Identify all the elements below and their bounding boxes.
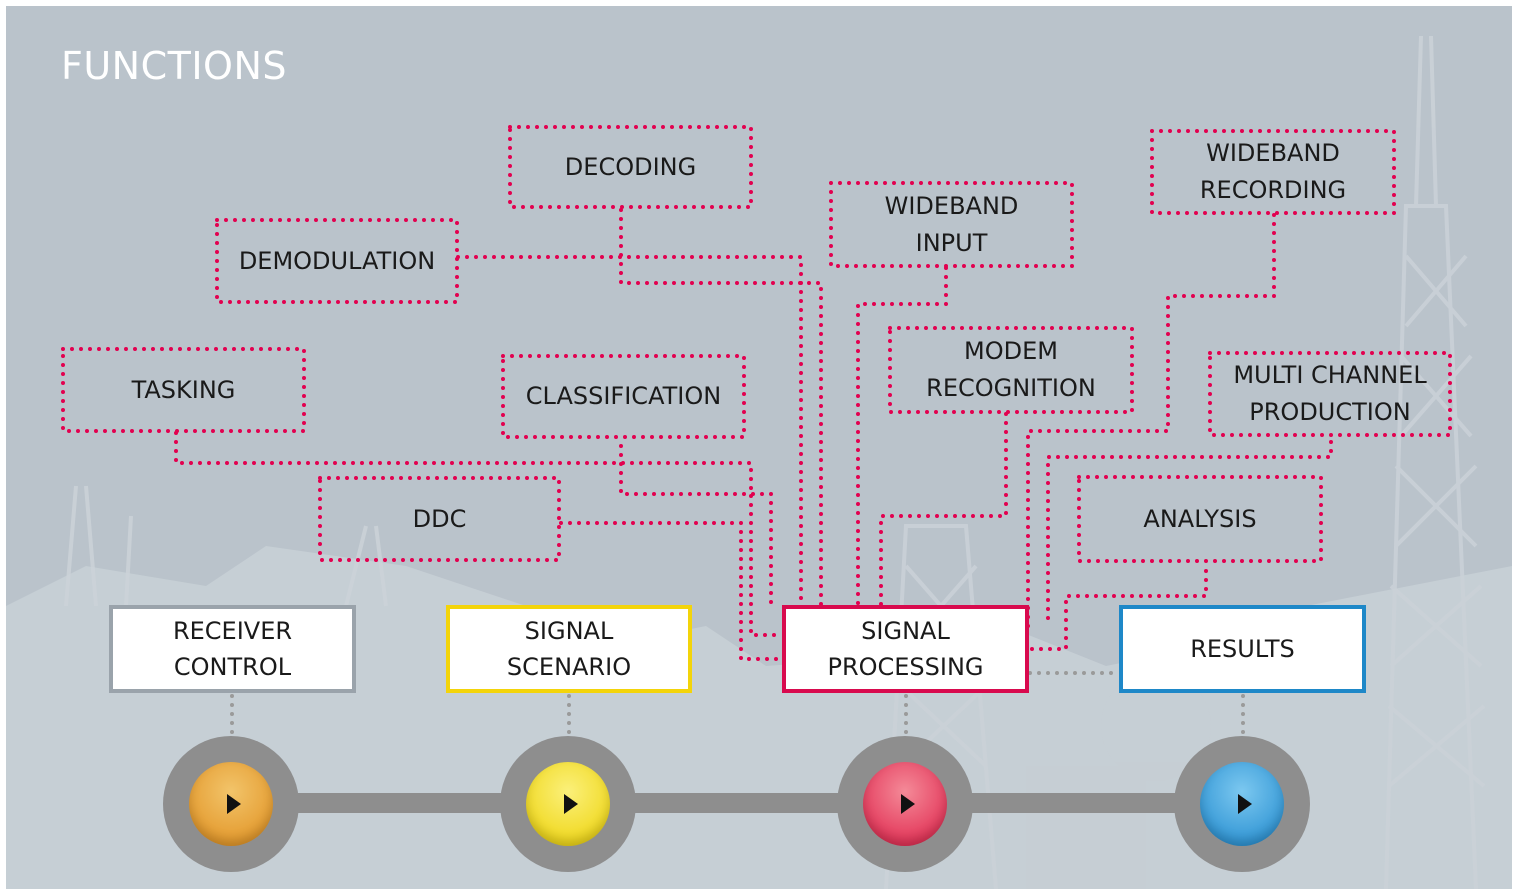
function-classification: CLASSIFICATION bbox=[501, 354, 746, 439]
function-wideband-input: WIDEBAND INPUT bbox=[829, 181, 1074, 268]
dotted-border bbox=[215, 218, 459, 304]
function-ddc: DDC bbox=[318, 476, 561, 562]
dotted-border bbox=[61, 347, 306, 433]
dotted-border bbox=[1150, 129, 1396, 215]
function-analysis: ANALYSIS bbox=[1077, 475, 1323, 563]
stage-receiver-control: RECEIVER CONTROL bbox=[109, 605, 356, 693]
function-modem-recognition: MODEM RECOGNITION bbox=[888, 326, 1134, 414]
dotted-border bbox=[508, 125, 753, 209]
receiver-control-play-button[interactable] bbox=[163, 736, 299, 872]
stage-signal-processing: SIGNAL PROCESSING bbox=[782, 605, 1029, 693]
function-decoding: DECODING bbox=[508, 125, 753, 209]
play-icon bbox=[227, 794, 241, 814]
diagram-canvas: FUNCTIONS DECODING DEMODULATION WIDEBAND… bbox=[6, 6, 1512, 889]
function-demodulation: DEMODULATION bbox=[215, 218, 459, 304]
play-icon bbox=[1238, 794, 1252, 814]
dotted-border bbox=[829, 181, 1074, 268]
stage-results: RESULTS bbox=[1119, 605, 1366, 693]
timeline-bar bbox=[226, 793, 1256, 813]
dotted-border bbox=[318, 476, 561, 562]
page-title: FUNCTIONS bbox=[61, 44, 288, 88]
results-play-button[interactable] bbox=[1174, 736, 1310, 872]
signal-processing-play-button[interactable] bbox=[837, 736, 973, 872]
signal-scenario-play-button[interactable] bbox=[500, 736, 636, 872]
function-wideband-recording: WIDEBAND RECORDING bbox=[1150, 129, 1396, 215]
play-icon bbox=[564, 794, 578, 814]
dotted-border bbox=[1208, 351, 1452, 437]
function-multi-channel-production: MULTI CHANNEL PRODUCTION bbox=[1208, 351, 1452, 437]
stage-signal-scenario: SIGNAL SCENARIO bbox=[446, 605, 692, 693]
dotted-border bbox=[501, 354, 746, 439]
grey-connectors bbox=[230, 671, 1245, 748]
dotted-border bbox=[888, 326, 1134, 414]
play-icon bbox=[901, 794, 915, 814]
function-tasking: TASKING bbox=[61, 347, 306, 433]
dotted-border bbox=[1077, 475, 1323, 563]
